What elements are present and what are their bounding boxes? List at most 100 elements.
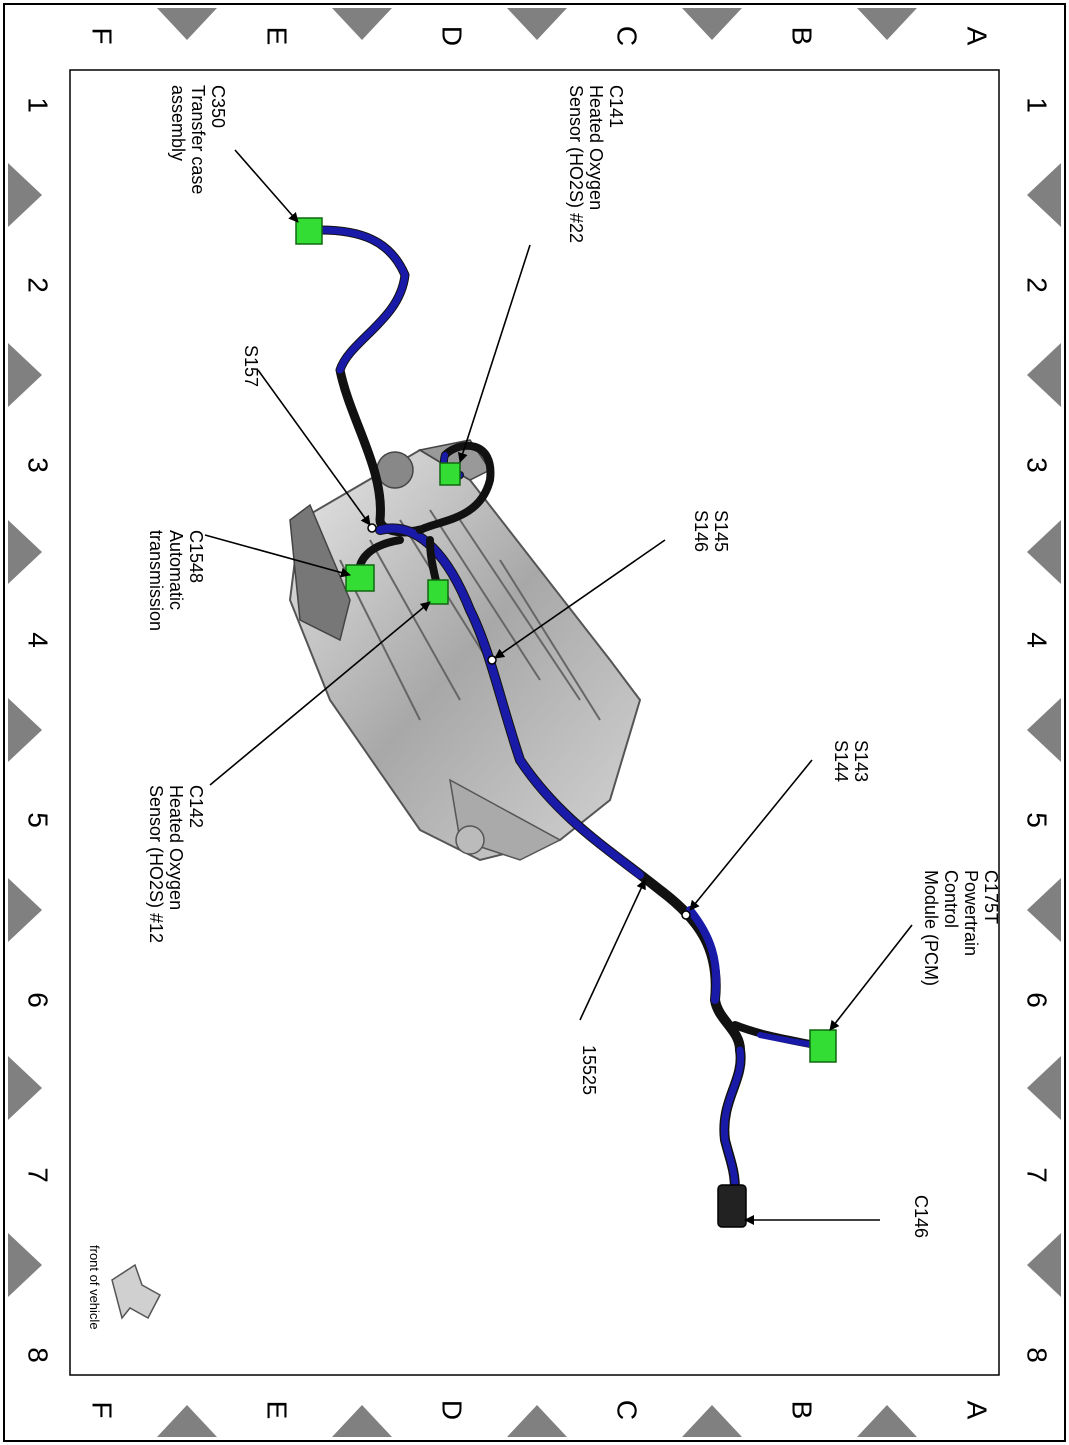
callout-harness: 15525	[579, 1045, 599, 1095]
front-arrow-icon	[111, 1263, 162, 1320]
grid-row-label-d-top: D	[437, 26, 468, 46]
connector-c146	[717, 1184, 747, 1228]
leader-c142	[209, 601, 431, 786]
callout-c350: C350 Transfer case assembly	[168, 85, 228, 194]
grid-marker-bottom-0	[857, 1405, 917, 1437]
grid-row-label-a-top: A	[962, 27, 993, 46]
callout-c175t-line2: Powertrain	[961, 870, 981, 956]
callout-c175t-line4: Module (PCM)	[921, 870, 941, 986]
grid-marker-right-0	[1027, 163, 1061, 227]
leader-s145	[494, 539, 666, 659]
leader-s143	[689, 759, 813, 911]
grid-col-label-4-right: 4	[1022, 632, 1053, 648]
page-border	[3, 3, 1066, 1442]
callout-c142: C142 Heated Oxygen Sensor (HO2S) #12	[146, 785, 206, 943]
splice-s157	[367, 523, 377, 533]
grid-marker-left-6	[8, 1233, 42, 1297]
grid-marker-left-3	[8, 698, 42, 762]
callout-c350-line3: assembly	[168, 85, 188, 161]
grid-row-label-a-bottom: A	[962, 1401, 993, 1420]
leader-harness	[579, 879, 646, 1021]
connector-c175t	[809, 1029, 837, 1063]
callout-c1548-line1: C1548	[186, 530, 206, 583]
transmission-housing	[288, 439, 642, 862]
splice-s145-s146	[487, 655, 497, 665]
callout-c146: C146	[911, 1195, 931, 1238]
grid-col-label-7-left: 7	[23, 1167, 54, 1183]
leader-c350	[234, 149, 299, 223]
grid-row-label-b-bottom: B	[787, 1401, 818, 1420]
callout-c141-line1: C141	[606, 85, 626, 128]
callout-c175t: C175T Powertrain Control Module (PCM)	[921, 870, 1001, 986]
drain-boss	[455, 825, 485, 855]
grid-col-label-2-right: 2	[1022, 277, 1053, 293]
grid-col-label-4-left: 4	[23, 632, 54, 648]
housing-ribs	[339, 509, 601, 721]
grid-marker-bottom-2	[507, 1405, 567, 1437]
grid-marker-left-0	[8, 163, 42, 227]
callout-c175t-line1: C175T	[981, 870, 1001, 924]
harness-branch-c146-blue	[720, 1046, 745, 1194]
callout-s145-line1: S145	[711, 510, 731, 552]
callout-c175t-line3: Control	[941, 870, 961, 928]
callout-s143-line2: S144	[831, 740, 851, 782]
grid-marker-bottom-4	[157, 1405, 217, 1437]
front-of-vehicle-indicator: front of vehicle	[87, 1245, 162, 1330]
grid-col-label-5-right: 5	[1022, 812, 1053, 828]
callout-c350-line1: C350	[208, 85, 228, 128]
callout-s157: S157	[241, 345, 261, 387]
callout-c146-line1: C146	[911, 1195, 931, 1238]
grid-marker-top-1	[682, 8, 742, 40]
callout-harness-line1: 15525	[579, 1045, 599, 1095]
front-of-vehicle-label: front of vehicle	[87, 1245, 102, 1330]
grid-marker-left-5	[8, 1056, 42, 1120]
callout-s145-line2: S146	[691, 510, 711, 552]
splice-s143-s144	[681, 910, 691, 920]
grid-marker-right-5	[1027, 1056, 1061, 1120]
callout-c141: C141 Heated Oxygen Sensor (HO2S) #22	[566, 85, 626, 243]
callout-c142-line3: Sensor (HO2S) #12	[146, 785, 166, 943]
transmission-flange	[289, 503, 351, 642]
grid-marker-top-0	[857, 8, 917, 40]
grid-col-label-6-right: 6	[1022, 992, 1053, 1008]
grid-marker-top-3	[332, 8, 392, 40]
grid-col-label-7-right: 7	[1022, 1167, 1053, 1183]
callout-c141-line2: Heated Oxygen	[586, 85, 606, 210]
callout-c1548-line3: transmission	[146, 530, 166, 631]
grid-marker-right-6	[1027, 1233, 1061, 1297]
grid-col-label-5-left: 5	[23, 812, 54, 828]
grid-row-label-e-bottom: E	[262, 1401, 293, 1420]
callout-c142-line2: Heated Oxygen	[166, 785, 186, 910]
leader-c141	[458, 244, 531, 463]
callout-c1548: C1548 Automatic transmission	[146, 530, 206, 631]
grid-marker-right-2	[1027, 520, 1061, 584]
wiring-harness	[315, 225, 819, 1195]
grid-markers	[8, 8, 1061, 1437]
grid-col-label-2-left: 2	[23, 277, 54, 293]
grid-row-label-e-top: E	[262, 27, 293, 46]
leader-lines	[204, 149, 913, 1225]
grid-marker-left-4	[8, 878, 42, 942]
output-shaft	[376, 451, 414, 489]
grid-marker-right-3	[1027, 698, 1061, 762]
grid-col-label-6-left: 6	[23, 992, 54, 1008]
grid-marker-bottom-3	[332, 1405, 392, 1437]
grid-marker-right-4	[1027, 878, 1061, 942]
leader-c1548	[204, 534, 351, 578]
connector-c141	[439, 462, 461, 486]
harness-branch-c350-blue	[316, 226, 409, 374]
connector-c142	[427, 579, 449, 605]
grid-col-label-1-right: 1	[1022, 97, 1053, 113]
grid-marker-bottom-1	[682, 1405, 742, 1437]
grid-row-label-c-bottom: C	[612, 1400, 643, 1420]
callout-s145: S145 S146	[691, 510, 731, 552]
grid-row-label-f-top: F	[87, 27, 118, 44]
grid-col-label-8-right: 8	[1022, 1347, 1053, 1363]
callout-s157-line1: S157	[241, 345, 261, 387]
leader-c175t	[829, 924, 913, 1031]
callout-c142-line1: C142	[186, 785, 206, 828]
connectors	[295, 217, 837, 1228]
callout-c350-line2: Transfer case	[188, 85, 208, 194]
grid-col-label-8-left: 8	[23, 1347, 54, 1363]
